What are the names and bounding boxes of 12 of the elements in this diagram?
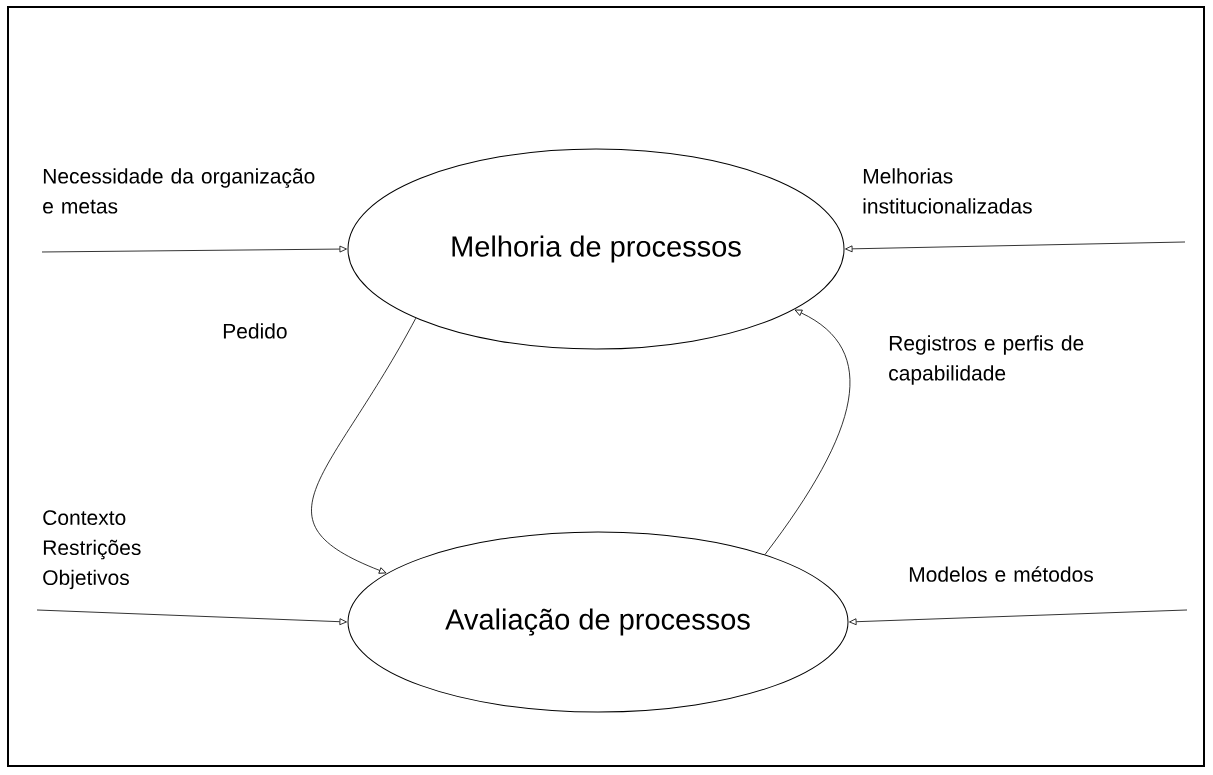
arrow (764, 309, 851, 555)
arrow (36, 609, 347, 626)
edge-label: Melhorias institucionalizadas (863, 168, 1032, 214)
edge-label: Modelos e métodos (909, 566, 1093, 582)
edge-label: Contexto Restrições Objetivos (43, 510, 141, 590)
edge-label: Necessidade da organização e metas (43, 168, 315, 214)
arrow (41, 245, 347, 253)
arrow (311, 317, 417, 574)
edge-label: Pedido (223, 323, 287, 339)
edge-label: Registros e perfis de capabilidade (889, 335, 1084, 385)
arrow (845, 241, 1186, 253)
arrow (849, 609, 1188, 626)
